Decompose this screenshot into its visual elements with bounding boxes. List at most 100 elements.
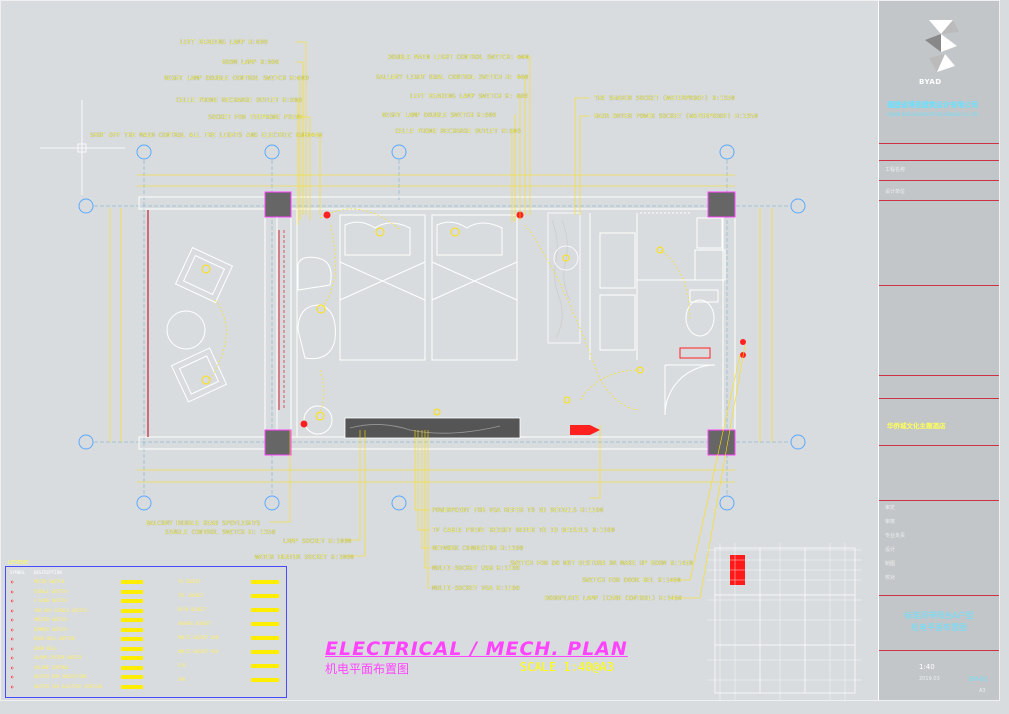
annotation-bottom-left-0: BALCONY DOUBLE HEAD SPOTLIGHTS <box>146 520 261 527</box>
annotation-bottom-right-0: SWITCH FOR DO NOT DISTURB OR MAKE UP ROO… <box>510 560 693 567</box>
plan-title-chinese: 机电平面布置图 <box>325 662 410 676</box>
legend-highlight <box>121 580 143 584</box>
legend-row: DIMMER SWITCH <box>34 626 67 632</box>
legend-symbol-icon: ◐ <box>11 598 14 603</box>
legend-highlight <box>121 656 143 660</box>
legend-highlight <box>121 589 143 594</box>
legend-symbol-icon: ◐ <box>11 664 14 670</box>
annotation-mid-3: NIGHT LAMP DOUBLE SWITCH H:600 <box>382 112 497 119</box>
plan-title: ELECTRICAL / MECH. PLAN <box>325 638 628 660</box>
annotation-mid-1: GALLERY LIGHT DUAL CONTROL SWITCH H: 600 <box>376 74 529 81</box>
tb-field-5: 设计 <box>885 547 896 553</box>
grid-axis-bubbles <box>78 144 806 511</box>
annotation-bottom-mid-0: POWERPOINT FOR VGA REFER TO ID DETAILS H… <box>432 507 604 514</box>
legend-highlight <box>121 637 143 641</box>
beds <box>339 214 518 361</box>
legend-highlight <box>121 608 143 613</box>
legend-row: DOOR BELL <box>34 645 57 651</box>
tb-field-1: 设计单位 <box>885 189 906 195</box>
legend-highlight <box>251 664 279 668</box>
leader-lines <box>270 41 746 599</box>
legend-highlight <box>121 646 143 651</box>
legend-highlight <box>251 594 279 598</box>
annotation-right-1: HAIR DRYER POWER SOCKET (WATERPROOF) H:1… <box>594 113 758 120</box>
legend-symbol-icon: ◐ <box>11 579 14 584</box>
annotation-bottom-right-1: SWITCH FOR DOOR BEL H:1450 <box>582 577 682 584</box>
legend-highlight <box>251 650 279 654</box>
annotation-mid-2: LEFT READING LAMP SWITCH H: 600 <box>410 93 529 100</box>
legend-row-right: MULTI-SOCKET VGA <box>178 649 219 654</box>
legend-row-right: SPK <box>178 677 186 682</box>
annotation-bottom-mid-4: MULTI-SOCKET VGA H:1100 <box>432 585 520 592</box>
legend-row-right: FCU <box>178 663 186 668</box>
legend-row: 2 GANG SWITCH <box>34 598 67 603</box>
legend-row: SINGLE SWITCH <box>34 588 67 594</box>
annotation-bottom-mid-3: MULTI-SOCKET USB H:1100 <box>432 565 520 572</box>
legend-symbol-icon: ◐ <box>11 636 14 641</box>
drawing-title-line-2: 机电平面布置图 <box>911 623 967 632</box>
annotation-bottom-left-1: SINGLE CONTROL SWITCH H: 1350 <box>165 529 276 536</box>
annotation-left-1: ROOM LAMP H:600 <box>222 59 280 66</box>
annotation-mid-4: CELLE PHONE RECHARGE OUTLET H:600 <box>395 128 521 135</box>
annotation-left-2: NIGHT LAMP DOUBLE CONTROL SWITCH H:600 <box>164 75 309 82</box>
logo-text: BYAD <box>919 78 942 86</box>
annotation-bottom-lamp-1: WATER HEATER SOCKET H:1000 <box>255 554 355 561</box>
tb-sheet-size: A3 <box>979 688 986 694</box>
drawing-title-line-1: 标准间带阳台A户型 <box>904 611 974 620</box>
company-logo-icon <box>925 20 959 72</box>
legend-highlight <box>121 627 143 632</box>
tb-field-4: 专业负责 <box>885 533 906 539</box>
electrical-symbols <box>201 211 746 428</box>
tb-field-2: 审定 <box>885 505 896 511</box>
legend-highlight <box>251 622 279 626</box>
legend-row: SWITCH FOR ELECTRIC CURTAIN <box>34 683 103 689</box>
legend-highlight <box>121 684 143 689</box>
annotation-bottom-mid-2: NETWORK CONNECTOR H:1100 <box>432 545 524 552</box>
legend-col-desc: DESCRIPTION <box>34 570 62 575</box>
legend-row: VOLUME CONTROL <box>34 664 70 670</box>
annotation-bottom-right-2: DOORPLATE LAMP (CARD CONTROL) H:1450 <box>545 595 683 602</box>
key-plan <box>714 547 856 694</box>
annotation-left-5: SHUT OFF THE MAIN CONTROL ALL THE LIGHTS… <box>90 132 323 139</box>
legend-highlight <box>121 618 143 622</box>
tb-field-0: 工程名称 <box>885 167 906 173</box>
legend-row: TWO WAY SINGLE SWITCH <box>34 607 87 613</box>
legend-row: MICRO SWITCH <box>34 579 65 584</box>
annotation-mid-0: DOUBLE MAIN LIGHT CONTROL SWITCH: 600 <box>388 54 530 61</box>
bathroom <box>589 212 726 360</box>
company-name: 福建省博思建筑设计有限公司 <box>887 101 978 109</box>
annotation-left-3: CELLE PHONE RECHARGE OUTLET H:600 <box>176 97 302 104</box>
legend-row: DOOR BELL BUTTON <box>34 636 75 641</box>
legend-symbol-icon: ◐ <box>11 588 14 594</box>
legend-row: MASTER SWITCH <box>34 617 67 622</box>
annotation-left-4: SOCKET FOR TEEPHONE POINT <box>208 114 304 121</box>
legend-highlight <box>251 608 279 612</box>
legend-highlight <box>121 675 143 679</box>
tb-scale: 1:40 <box>919 663 935 671</box>
legend-symbol-icon: ◐ <box>11 655 14 660</box>
tb-date: 2019.03 <box>919 676 940 682</box>
title-block: BYAD 福建省博思建筑设计有限公司 FUJIAN BOSI ARCHITECT… <box>878 0 1000 700</box>
dimension-lines <box>109 174 773 483</box>
project-name: 华侨城文化主题酒店 <box>887 422 946 430</box>
legend-highlight <box>251 636 279 640</box>
tb-field-7: 校对 <box>885 575 896 581</box>
tb-drawing-no: EM-01 <box>969 676 988 683</box>
legend-symbol-icon: ◐ <box>11 617 14 622</box>
legend-header: LEGEND <box>8 560 29 566</box>
legend-row-right: SHAVER SOCKET <box>178 621 211 626</box>
company-name-en: FUJIAN BOSI ARCHITECTURE DESIGN CO., LTD <box>887 112 978 117</box>
tb-field-6: 制图 <box>885 561 896 567</box>
annotation-right-0: THE SHAVER SOCKET (WATERPROOF) H:1350 <box>594 95 736 102</box>
legend-highlight <box>121 599 143 603</box>
annotation-bottom-lamp-0: LAMP SOCKET H:1000 <box>283 538 352 545</box>
legend-symbol-icon: ◐ <box>11 607 14 613</box>
tb-field-3: 审核 <box>885 519 896 525</box>
legend-symbol-icon: ◐ <box>11 626 14 632</box>
legend-table: LEGEND SYMBOL DESCRIPTION MICRO SWITCH◐S… <box>5 560 287 698</box>
legend-row-right: TEL SOCKET <box>178 593 204 598</box>
legend-highlight <box>121 665 143 670</box>
legend-row-right: TV SOCKET <box>178 579 201 584</box>
legend-highlight <box>251 580 279 584</box>
